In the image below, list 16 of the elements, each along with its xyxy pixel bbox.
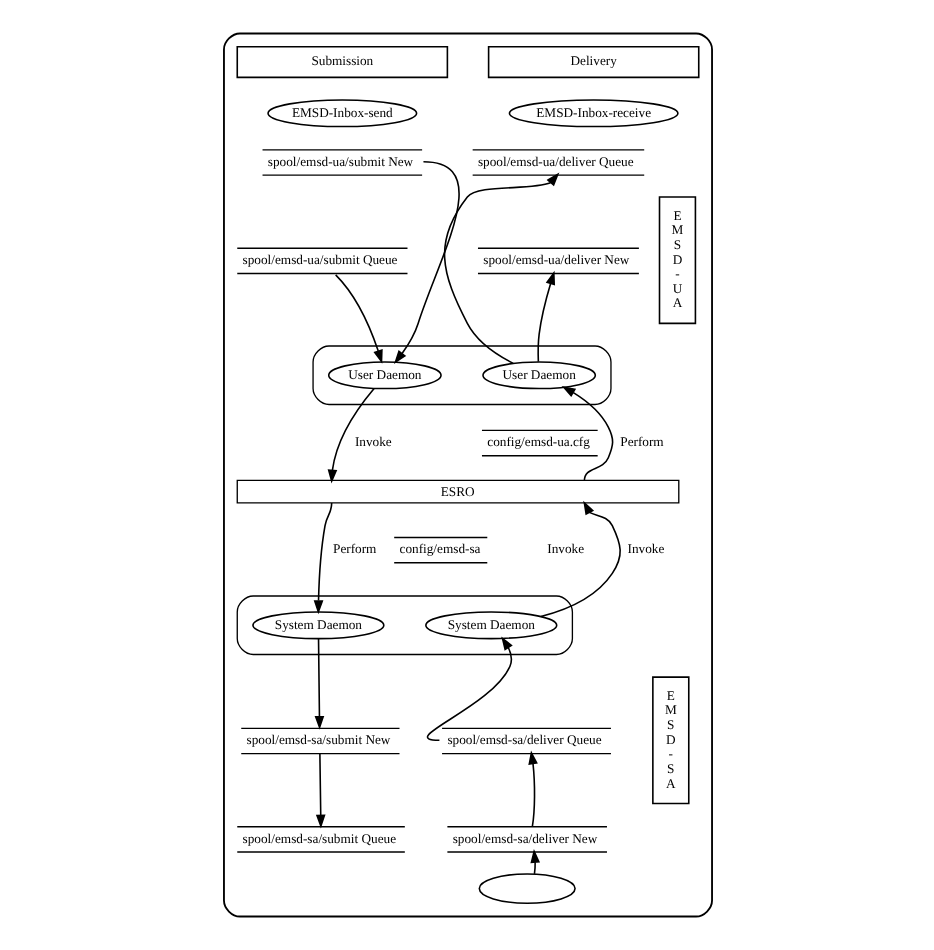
arrow: [425, 636, 512, 742]
arrow: [536, 270, 555, 363]
arrow: [529, 849, 540, 875]
arrow: [312, 502, 332, 615]
cluster: [222, 32, 712, 918]
cluster: [235, 595, 573, 656]
node-ellipse: [477, 873, 575, 905]
arrow: [442, 172, 559, 365]
arrow: [326, 387, 374, 484]
arrow: [333, 274, 382, 364]
arrow: [313, 637, 324, 730]
arrow: [527, 750, 537, 827]
arrow: [392, 161, 459, 364]
arrow: [560, 386, 613, 482]
arrow: [314, 752, 325, 829]
arrow: [539, 500, 620, 618]
